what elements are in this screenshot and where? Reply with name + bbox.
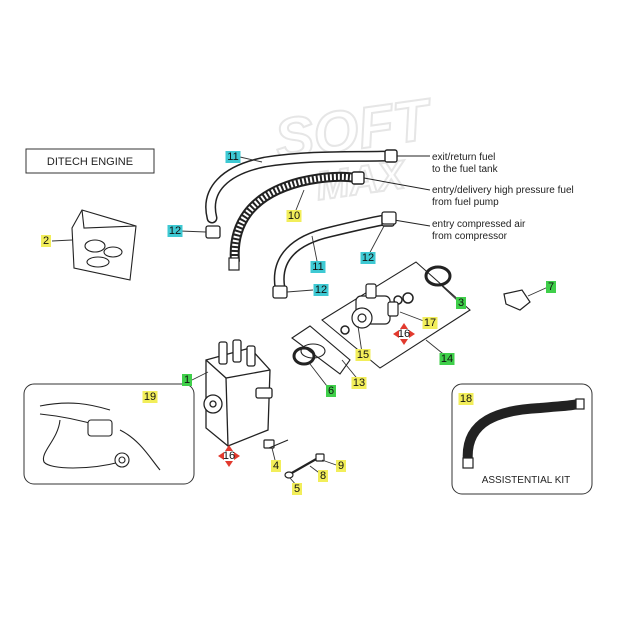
target-arrows-icon [393, 323, 415, 345]
air-hose [273, 213, 431, 294]
badge-background [292, 483, 302, 495]
part-number-label: 8 [320, 470, 326, 482]
badge-background [355, 349, 371, 361]
badge-background [360, 252, 376, 264]
part-number-label: 9 [338, 460, 344, 472]
part-number-label: 14 [441, 353, 453, 365]
annotation-return-line-1: exit/return fuel [432, 152, 495, 163]
annotation-compressed: entry compressed air from compressor [432, 219, 526, 242]
badge-background [546, 281, 556, 293]
part-number-label: 7 [548, 281, 554, 293]
part-badge-4[interactable]: 4 [271, 460, 281, 472]
part-badge-7[interactable]: 7 [546, 281, 556, 293]
part-number-label: 19 [144, 391, 156, 403]
badge-background [318, 470, 328, 482]
part-number-label: 16 [398, 328, 410, 340]
part-badge-6[interactable]: 6 [326, 385, 336, 397]
part-number-label: 5 [294, 483, 300, 495]
part-badge-11[interactable]: 11 [225, 151, 241, 163]
part-number-label: 1 [184, 374, 190, 386]
badge-background [422, 317, 438, 329]
part-badge-14[interactable]: 14 [439, 353, 455, 365]
part-number-label: 2 [43, 235, 49, 247]
badge-background [310, 261, 326, 273]
kit-label: ASSISTENTIAL KIT [482, 475, 571, 486]
annotation-return: exit/return fuel to the fuel tank [432, 152, 499, 175]
part-badge-9[interactable]: 9 [336, 460, 346, 472]
part-badge-13[interactable]: 13 [351, 377, 367, 389]
part-badge-18[interactable]: 18 [458, 393, 474, 405]
annotation-return-line-2: to the fuel tank [432, 164, 499, 175]
clip [503, 289, 531, 311]
part-number-label: 3 [458, 297, 464, 309]
badge-background [439, 353, 455, 365]
hose-clamps [205, 211, 397, 299]
part-number-label: 4 [273, 460, 279, 472]
part-number-label: 12 [169, 225, 181, 237]
target-arrows-icon [218, 445, 240, 467]
part-badge-2[interactable]: 2 [41, 235, 51, 247]
part-number-label: 16 [223, 450, 235, 462]
badge-background [225, 151, 241, 163]
pump-unit [351, 283, 399, 329]
part-badge-19[interactable]: 19 [142, 391, 158, 403]
part-badge-3[interactable]: 3 [456, 297, 466, 309]
part-badge-16[interactable]: 16 [218, 445, 240, 467]
engine-label: DITECH ENGINE [47, 156, 133, 168]
watermark: SOFT MAX [270, 85, 439, 210]
badge-background [351, 377, 367, 389]
wiring-harness-box [23, 383, 195, 485]
part-badge-15[interactable]: 15 [355, 349, 371, 361]
part-badge-1[interactable]: 1 [182, 374, 192, 386]
badge-background [41, 235, 51, 247]
part-number-label: 12 [362, 252, 374, 264]
part-number-label: 17 [424, 317, 436, 329]
annotation-compressed-line-1: entry compressed air [432, 219, 526, 230]
badge-background [142, 391, 158, 403]
part-badge-12[interactable]: 12 [167, 225, 183, 237]
part-badge-12[interactable]: 12 [313, 284, 329, 296]
part-badge-11[interactable]: 11 [310, 261, 326, 273]
part-number-label: 18 [460, 393, 472, 405]
part-number-label: 15 [357, 349, 369, 361]
part-badge-16[interactable]: 16 [393, 323, 415, 345]
part-badge-17[interactable]: 17 [422, 317, 438, 329]
part-badge-8[interactable]: 8 [318, 470, 328, 482]
part-number-label: 6 [328, 385, 334, 397]
part-number-label: 10 [288, 210, 300, 222]
badge-background [336, 460, 346, 472]
assistential-kit-box: ASSISTENTIAL KIT [451, 383, 593, 495]
badge-background [286, 210, 302, 222]
part-badge-12[interactable]: 12 [360, 252, 376, 264]
part-badge-5[interactable]: 5 [292, 483, 302, 495]
badge-background [326, 385, 336, 397]
instruction-package [71, 209, 137, 281]
badge-background [458, 393, 474, 405]
fasteners [263, 439, 325, 479]
engine-label-box: DITECH ENGINE [25, 148, 155, 174]
badge-background [456, 297, 466, 309]
delivery-hose [228, 171, 431, 271]
return-hose [205, 149, 430, 224]
annotation-delivery-line-1: entry/delivery high pressure fuel [432, 185, 574, 196]
badge-background [167, 225, 183, 237]
part-number-label: 11 [227, 151, 238, 163]
annotation-delivery: entry/delivery high pressure fuel from f… [432, 185, 574, 208]
annotation-compressed-line-2: from compressor [432, 231, 508, 242]
badge-background [182, 374, 192, 386]
part-number-label: 11 [312, 261, 323, 273]
annotation-delivery-line-2: from fuel pump [432, 197, 499, 208]
badge-background [271, 460, 281, 472]
badge-background [313, 284, 329, 296]
part-number-label: 13 [353, 377, 365, 389]
part-number-label: 12 [315, 284, 327, 296]
fuel-block [203, 339, 273, 447]
part-badge-10[interactable]: 10 [286, 210, 302, 222]
